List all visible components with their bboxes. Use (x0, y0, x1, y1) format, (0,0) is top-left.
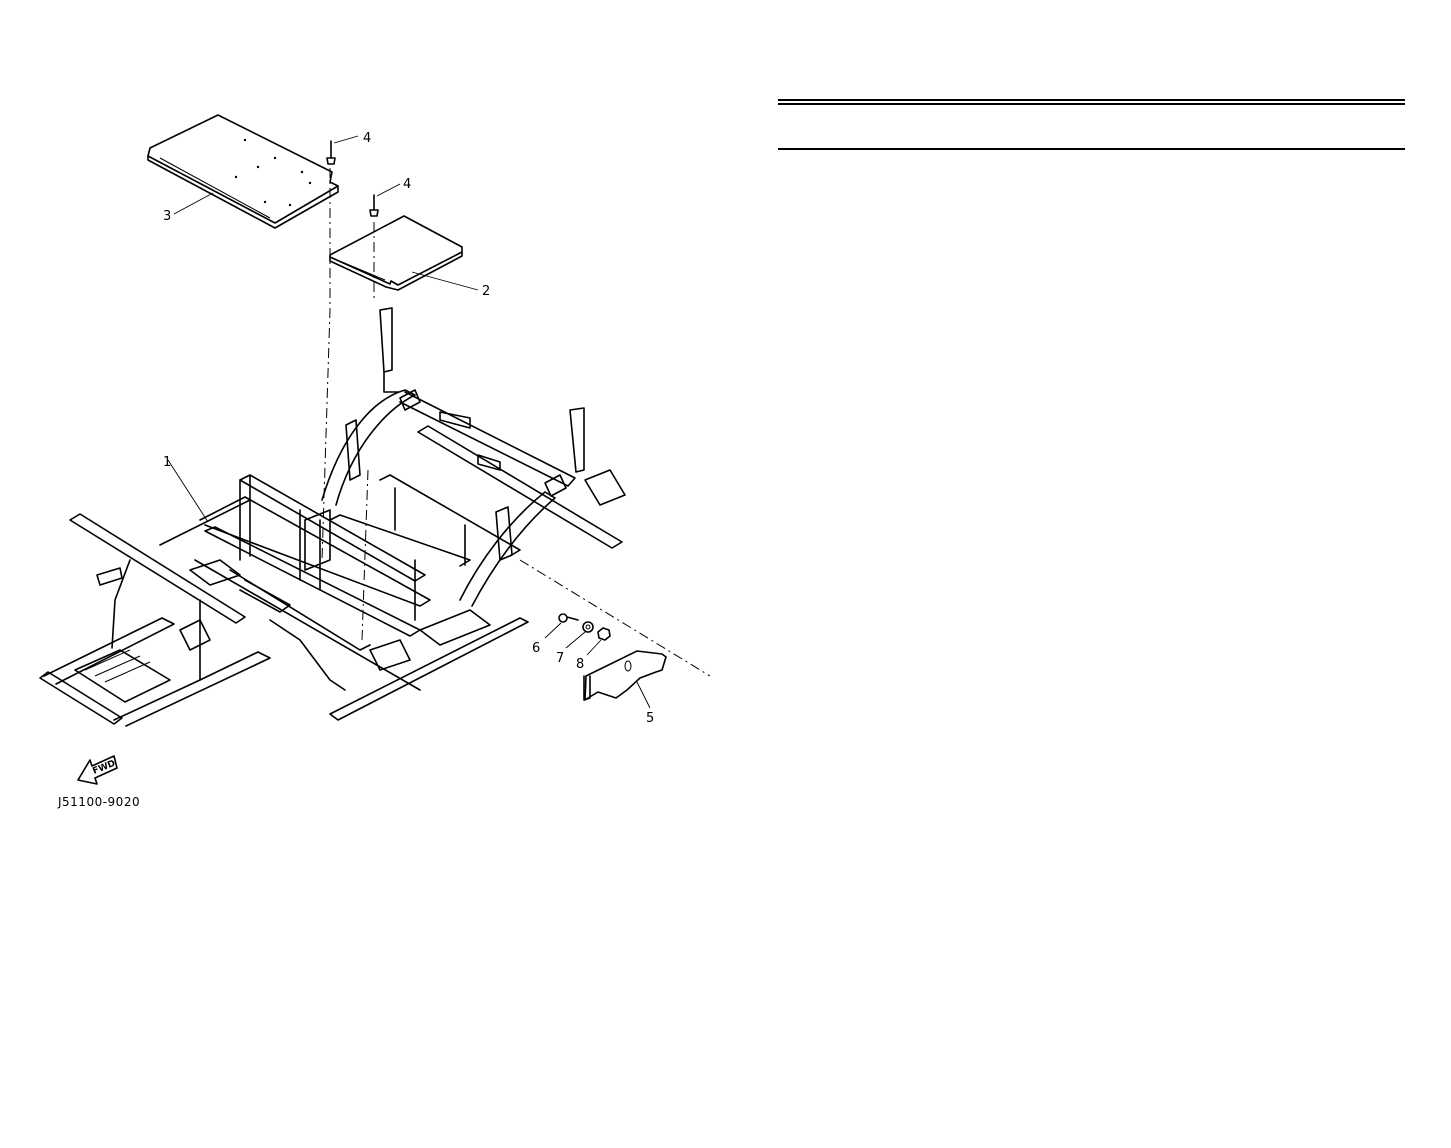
header-rule-bottom (778, 148, 1405, 150)
callout-5: 5 (646, 711, 654, 726)
callout-7: 7 (556, 651, 564, 666)
bracket-part-5 (583, 650, 667, 701)
figure-code: J51100-9020 (58, 795, 141, 809)
small-floor-panel-part-2 (329, 215, 463, 291)
exploded-view-diagram: 3 4 4 2 (0, 0, 760, 840)
callout-4-upper: 4 (363, 131, 371, 146)
washer-part-7 (582, 621, 594, 633)
callout-4-lower: 4 (403, 177, 411, 192)
nut-part-8 (597, 627, 611, 641)
callout-1: 1 (163, 455, 171, 470)
large-floor-panel-part-3 (147, 114, 339, 229)
callout-3: 3 (163, 209, 171, 224)
callout-6: 6 (532, 641, 540, 656)
header-rule-top-inner (778, 103, 1405, 105)
fastener-pin-part-4-upper (326, 140, 336, 165)
callout-8: 8 (576, 657, 584, 672)
main-frame-part-1 (39, 307, 626, 727)
forward-direction-arrow: FWD (77, 755, 118, 785)
fastener-pin-part-4-lower (369, 194, 379, 217)
callout-2: 2 (482, 284, 490, 299)
bolt-part-6 (558, 613, 579, 623)
header-rule-top (778, 99, 1405, 101)
parts-table-header (778, 99, 1405, 151)
